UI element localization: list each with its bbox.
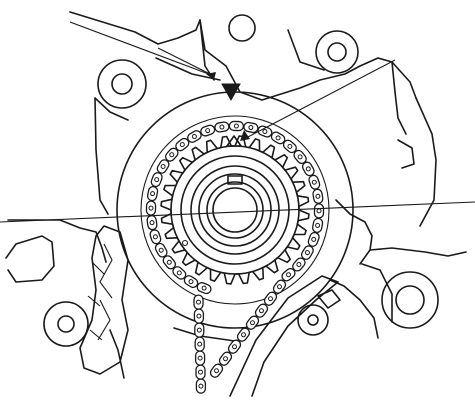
chain-link — [209, 363, 224, 378]
chain-link — [193, 294, 204, 310]
chain-link — [149, 229, 162, 245]
chain-link — [194, 350, 206, 366]
chain-link — [308, 174, 321, 190]
chain-link — [195, 364, 206, 380]
chain-link — [313, 203, 325, 219]
chain-link — [307, 231, 320, 247]
crank-keyway-mark — [181, 135, 242, 247]
timing-chain — [145, 120, 325, 394]
mounting-boss-tensioner — [297, 304, 329, 336]
callout-leaders — [0, 21, 475, 223]
chain-link — [300, 245, 314, 260]
chain-link — [150, 172, 163, 188]
mounting-boss-top-center — [228, 14, 256, 42]
chain-link — [200, 124, 216, 137]
pointer-mark — [206, 72, 241, 102]
chain-link — [245, 315, 260, 330]
chain-link — [146, 214, 158, 231]
chain-link — [263, 291, 278, 306]
chain-link — [312, 188, 324, 204]
chain-link — [292, 257, 306, 272]
chain-link — [281, 267, 296, 282]
chain-link — [154, 242, 168, 258]
chain-link — [146, 185, 159, 202]
mounting-boss-top-right — [315, 30, 359, 74]
chain-link — [218, 351, 233, 366]
chain-link — [156, 159, 170, 174]
chain-link — [195, 378, 207, 394]
chain-link — [254, 303, 269, 318]
chain-link — [236, 327, 251, 342]
mounting-boss-top-left — [97, 59, 147, 109]
chain-link — [175, 137, 190, 152]
chain-link — [228, 120, 245, 132]
chain-link — [272, 279, 287, 294]
chain-tensioner — [229, 275, 339, 397]
chain-link — [193, 308, 205, 324]
chain-link — [227, 339, 242, 354]
chain-link — [194, 336, 205, 352]
crankshaft-hub — [198, 173, 272, 247]
chain-link — [311, 217, 324, 234]
chain-guide — [79, 225, 129, 375]
chain-link — [196, 282, 212, 295]
chain-link — [172, 266, 187, 280]
chain-link — [282, 139, 297, 154]
chain-link — [214, 121, 230, 133]
chain-link — [183, 275, 199, 289]
chain-link — [194, 322, 205, 338]
chain-link — [145, 200, 157, 216]
chain-link — [270, 131, 286, 145]
chain-link — [243, 121, 259, 134]
mounting-boss-lower-right — [381, 271, 439, 329]
engine-block-outline — [5, 11, 467, 379]
mounting-boss-lower-left — [43, 301, 89, 347]
